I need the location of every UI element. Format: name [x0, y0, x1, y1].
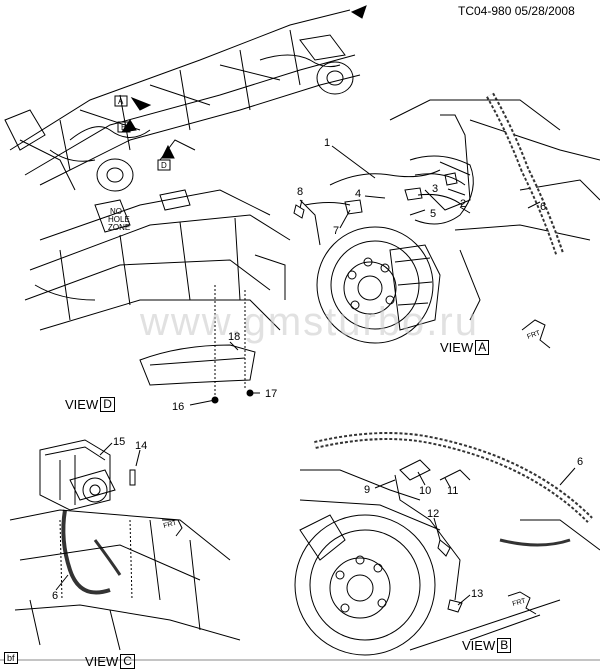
- marker-box-d: [157, 159, 171, 171]
- callout-11: 11: [447, 485, 459, 497]
- shield-text-2: HOLE: [108, 215, 130, 224]
- callout-6-view-a: 6: [540, 201, 547, 213]
- marker-box-a: [114, 95, 128, 107]
- frt-label-a: FRT: [526, 329, 542, 340]
- callout-12: 12: [427, 508, 440, 520]
- frt-label-b: FRT: [512, 597, 528, 607]
- view-a-drawing: [293, 92, 600, 344]
- callout-14: 14: [135, 440, 148, 452]
- callout-18: 18: [228, 331, 241, 343]
- frt-arrow-c: [162, 519, 183, 537]
- callout-6-view-c: 6: [52, 590, 59, 602]
- callout-13: 13: [471, 588, 484, 600]
- drawing-date: 05/28/2008: [514, 4, 575, 18]
- shield-text-3: ZONE: [108, 223, 130, 232]
- callout-6-view-b: 6: [577, 456, 584, 468]
- view-b-drawing: [294, 432, 600, 656]
- direction-arrow-icon: [350, 5, 367, 19]
- view-d-drawing: [24, 189, 291, 404]
- callout-9: 9: [364, 484, 371, 496]
- frame-marker-d: D: [161, 161, 167, 170]
- callout-1: 1: [324, 137, 331, 149]
- frt-arrow-b: [507, 591, 537, 615]
- frame-marker-b: B: [121, 123, 126, 132]
- callout-10: 10: [419, 485, 432, 497]
- shield-text-1: NO: [110, 207, 122, 216]
- watermark: www.gmsturbo.ru: [140, 300, 479, 344]
- frt-arrow-a: [521, 319, 551, 349]
- callout-15: 15: [113, 436, 126, 448]
- drawing-header: TC04-980 05/28/2008: [458, 4, 575, 18]
- view-arrow-a: [130, 96, 152, 111]
- corner-tag: bf: [4, 652, 18, 664]
- frt-label-c: FRT: [163, 519, 179, 529]
- callout-16: 16: [172, 401, 185, 413]
- callout-8: 8: [297, 186, 304, 198]
- callout-4: 4: [355, 188, 362, 200]
- frame-overview: [4, 9, 361, 192]
- view-arrow-b: [120, 119, 137, 133]
- view-arrow-d: [161, 144, 175, 159]
- callout-2: 2: [460, 198, 467, 210]
- callout-7: 7: [333, 225, 340, 237]
- callout-5: 5: [430, 208, 437, 220]
- drawing-code: TC04-980: [458, 4, 512, 18]
- frame-marker-a: A: [118, 97, 124, 106]
- view-c-drawing: [9, 439, 241, 651]
- callout-3: 3: [432, 183, 439, 195]
- callout-17: 17: [265, 388, 278, 400]
